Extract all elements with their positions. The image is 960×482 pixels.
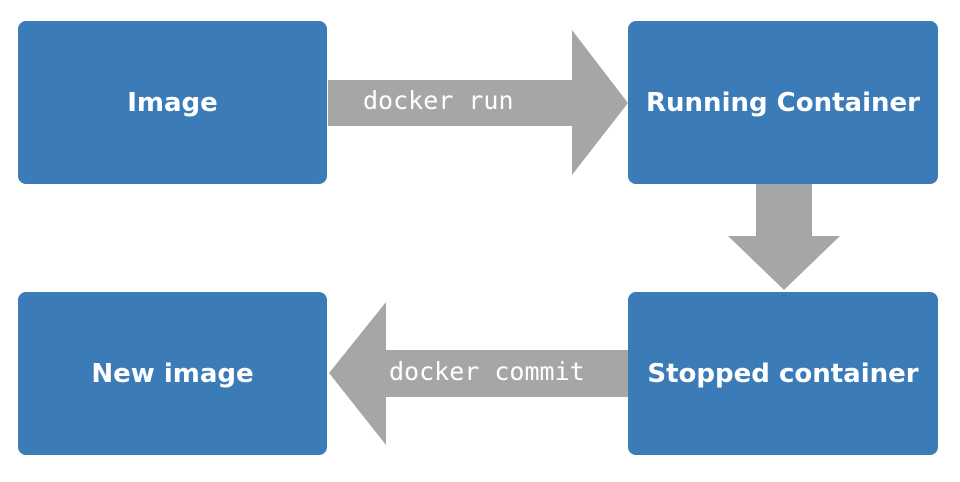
docker-commit-label: docker commit — [389, 357, 585, 386]
stop-down-arrow — [728, 184, 840, 290]
stopped-container-box: Stopped container — [628, 292, 938, 455]
docker-run-label: docker run — [363, 86, 514, 115]
running-container-label: Running Container — [646, 87, 920, 118]
image-box: Image — [18, 21, 327, 184]
docker-run-arrow — [328, 30, 628, 175]
image-box-label: Image — [127, 87, 218, 118]
running-container-box: Running Container — [628, 21, 938, 184]
new-image-label: New image — [91, 358, 254, 389]
new-image-box: New image — [18, 292, 327, 455]
docker-commit-arrow — [329, 302, 628, 445]
stopped-container-label: Stopped container — [647, 358, 919, 389]
